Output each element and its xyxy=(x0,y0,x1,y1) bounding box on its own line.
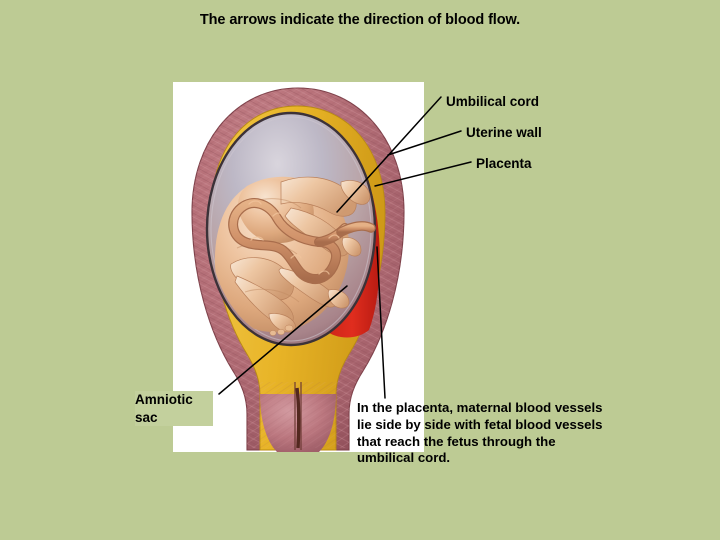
label-umbilical-cord: Umbilical cord xyxy=(446,94,540,109)
cervix-structure xyxy=(247,382,351,452)
page-title: The arrows indicate the direction of blo… xyxy=(199,12,521,28)
label-placenta: Placenta xyxy=(476,156,532,171)
label-amniotic-sac: Amniotic sac xyxy=(135,391,213,427)
label-amniotic-sac-line2: sac xyxy=(135,409,158,425)
explanatory-note: In the placenta, maternal blood vessels … xyxy=(357,400,603,466)
label-amniotic-sac-line1: Amniotic xyxy=(135,392,193,407)
umbilical-cord-insertion xyxy=(336,221,376,237)
label-uterine-wall: Uterine wall xyxy=(466,125,542,140)
